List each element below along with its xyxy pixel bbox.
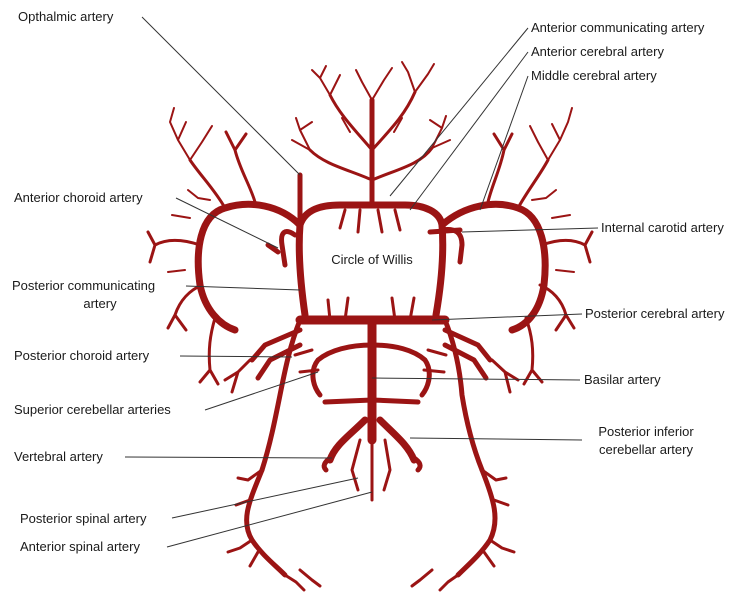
label-posterior-choroid-artery: Posterior choroid artery [14, 348, 150, 363]
label-anterior-choroid-artery: Anterior choroid artery [14, 190, 143, 205]
leader-posterior-spinal [172, 478, 358, 518]
circle-of-willis-label: Circle of Willis [331, 252, 413, 267]
label-vertebral-artery: Vertebral artery [14, 449, 103, 464]
artery-network [148, 62, 592, 590]
leader-lines [125, 17, 598, 547]
leader-posterior-cerebral [432, 314, 582, 320]
leader-posterior-inferior [410, 438, 582, 440]
labels: Circle of Willis Opthalmic artery Anteri… [12, 9, 725, 554]
leader-middle-cerebral [480, 76, 528, 210]
label-posterior-spinal-artery: Posterior spinal artery [20, 511, 147, 526]
label-anterior-communicating-artery: Anterior communicating artery [531, 20, 705, 35]
label-posterior-cerebral-artery: Posterior cerebral artery [585, 306, 725, 321]
label-posterior-inferior-cerebellar-line2: cerebellar artery [599, 442, 693, 457]
label-basilar-artery: Basilar artery [584, 372, 661, 387]
leader-opthalmic [142, 17, 300, 175]
label-posterior-inferior-cerebellar-line1: Posterior inferior [598, 424, 694, 439]
label-opthalmic-artery: Opthalmic artery [18, 9, 114, 24]
label-anterior-cerebral-artery: Anterior cerebral artery [531, 44, 664, 59]
anterior-cerebral-tree [292, 62, 450, 205]
leader-vertebral [125, 457, 332, 458]
left-middle-cerebral [148, 108, 300, 384]
label-internal-carotid-artery: Internal carotid artery [601, 220, 724, 235]
leader-anterior-communicating [390, 28, 528, 196]
label-middle-cerebral-artery: Middle cerebral artery [531, 68, 657, 83]
label-superior-cerebellar-arteries: Superior cerebellar arteries [14, 402, 171, 417]
label-posterior-communicating-artery-line1: Posterior communicating [12, 278, 155, 293]
leader-internal-carotid [462, 228, 598, 232]
leader-superior-cerebellar [205, 372, 318, 410]
posterior-circulation [225, 298, 518, 500]
leader-anterior-spinal [167, 492, 372, 547]
leader-basilar [372, 378, 580, 380]
label-anterior-spinal-artery: Anterior spinal artery [20, 539, 140, 554]
label-posterior-communicating-artery-line2: artery [83, 296, 117, 311]
